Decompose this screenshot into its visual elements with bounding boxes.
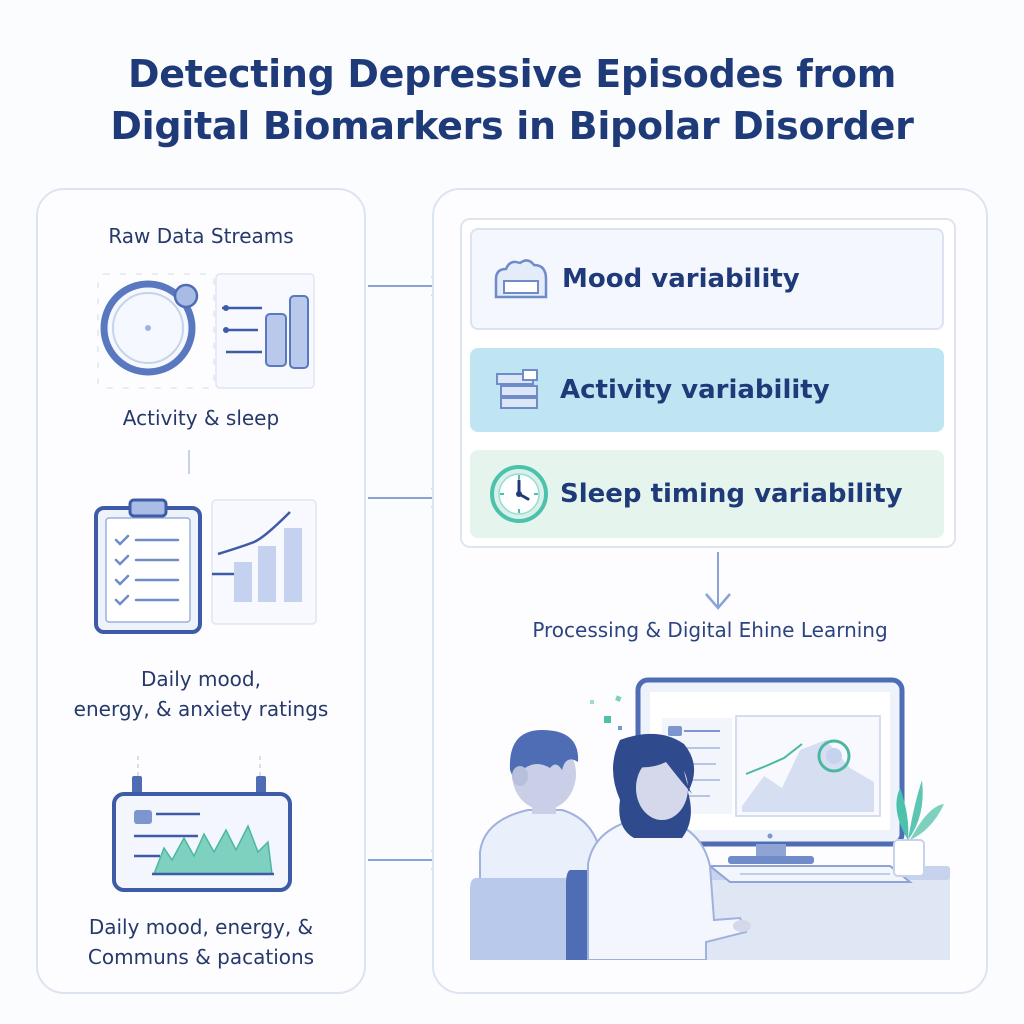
feature-activity-variability: Activity variability [470, 348, 944, 432]
clipboard-checklist-icon [94, 498, 317, 634]
stacked-papers-icon [484, 368, 554, 412]
raw-data-streams-heading: Raw Data Streams [108, 224, 294, 248]
stream-activity-sleep-label: Activity & sleep [122, 406, 280, 430]
title-line-2: Digital Biomarkers in Bipolar Disorder [110, 104, 914, 148]
divider [188, 450, 190, 474]
feature-sleep-timing-variability: Sleep timing variability [470, 450, 944, 538]
page-title: Detecting Depressive Episodes from Digit… [0, 48, 1024, 152]
feature-mood-variability: Mood variability [470, 228, 944, 330]
researchers-illustration [470, 677, 950, 960]
arrow-to-processing [705, 552, 731, 610]
cloud-box-icon [486, 257, 556, 301]
title-line-1: Detecting Depressive Episodes from [127, 52, 897, 96]
clock-icon [484, 463, 554, 525]
processing-label: Processing & Digital Ehine Learning [532, 618, 888, 642]
stream-communications-label: Daily mood, energy, & Communs & pacation… [87, 915, 315, 969]
monitor-waveform-icon [112, 756, 292, 892]
stream-mood-ratings-label: Daily mood, energy, & anxiety ratings [73, 667, 329, 721]
activity-ring-icon [97, 273, 315, 389]
